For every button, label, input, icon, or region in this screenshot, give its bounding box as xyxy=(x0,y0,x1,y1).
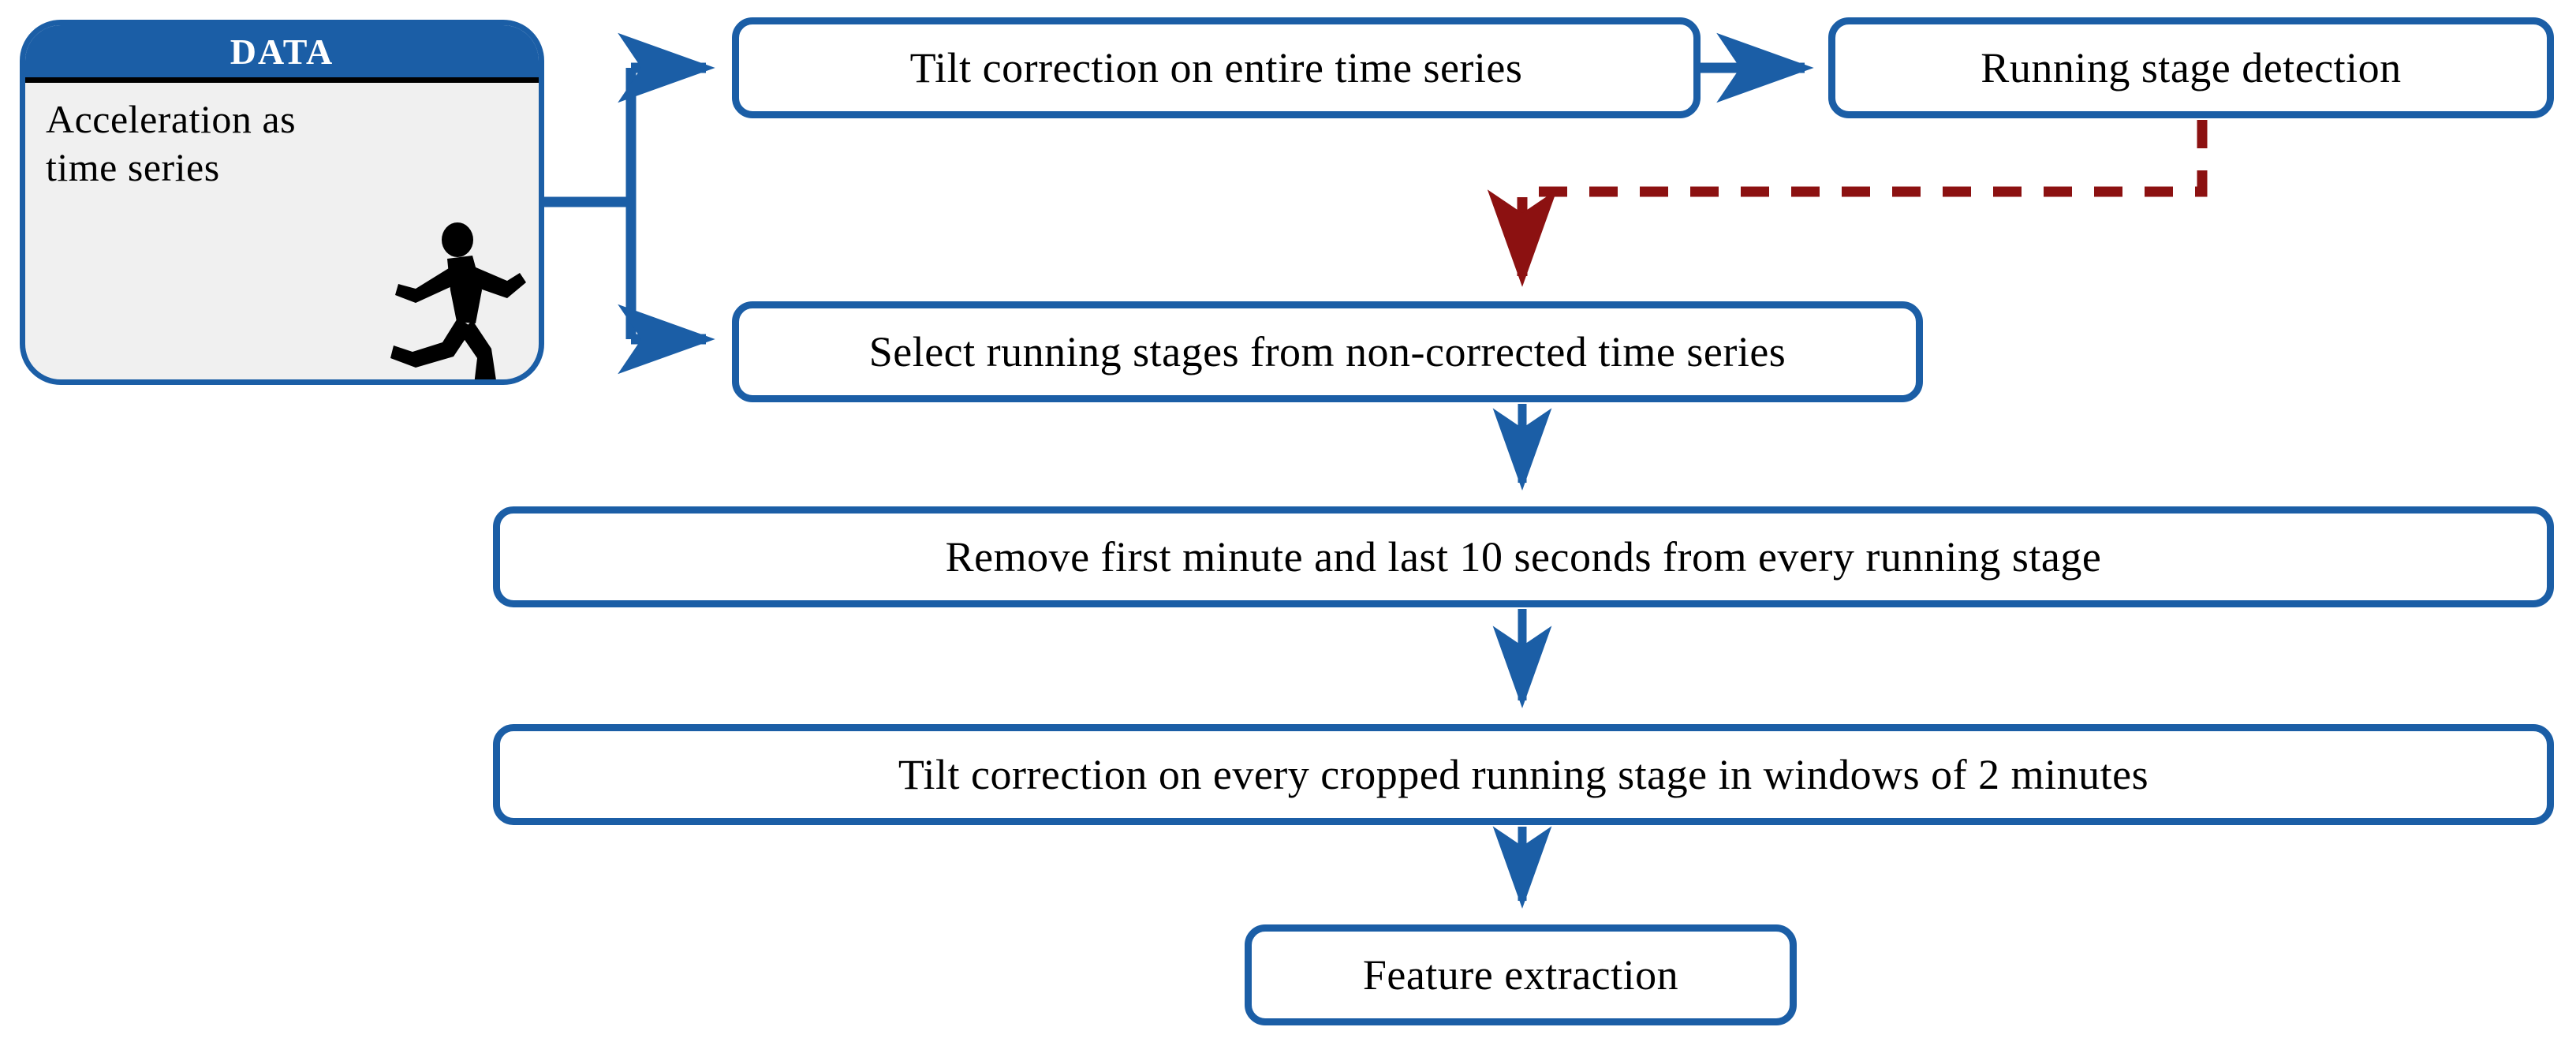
data-node-body: Acceleration as time series xyxy=(25,83,539,379)
running-person-icon xyxy=(390,222,526,379)
data-source-node[interactable]: DATA Acceleration as time series xyxy=(20,20,544,385)
edge-detection-to-select-dashed xyxy=(1487,120,2208,287)
node-feature-extraction-label: Feature extraction xyxy=(1362,950,1679,999)
node-select-running-stages[interactable]: Select running stages from non-corrected… xyxy=(732,301,1923,405)
data-node-line-1: Acceleration as xyxy=(46,97,297,141)
node-tilt-correction-cropped[interactable]: Tilt correction on every cropped running… xyxy=(493,724,2554,828)
node-tilt-correction-entire[interactable]: Tilt correction on entire time series xyxy=(732,17,1701,121)
node-running-stage-detection-label: Running stage detection xyxy=(1981,43,2402,92)
node-tilt-correction-entire-label: Tilt correction on entire time series xyxy=(909,43,1523,92)
node-tilt-correction-cropped-label: Tilt correction on every cropped running… xyxy=(898,750,2149,798)
node-feature-extraction[interactable]: Feature extraction xyxy=(1245,924,1797,1029)
node-remove-first-minute-label: Remove first minute and last 10 seconds … xyxy=(945,532,2102,581)
data-node-header: DATA xyxy=(25,25,539,83)
data-node-title: DATA xyxy=(230,31,334,72)
node-running-stage-detection[interactable]: Running stage detection xyxy=(1828,17,2554,121)
data-node-line-2: time series xyxy=(46,145,220,189)
edge-data-to-branches xyxy=(544,32,715,375)
node-remove-first-minute[interactable]: Remove first minute and last 10 seconds … xyxy=(493,506,2554,611)
node-select-running-stages-label: Select running stages from non-corrected… xyxy=(868,327,1786,375)
